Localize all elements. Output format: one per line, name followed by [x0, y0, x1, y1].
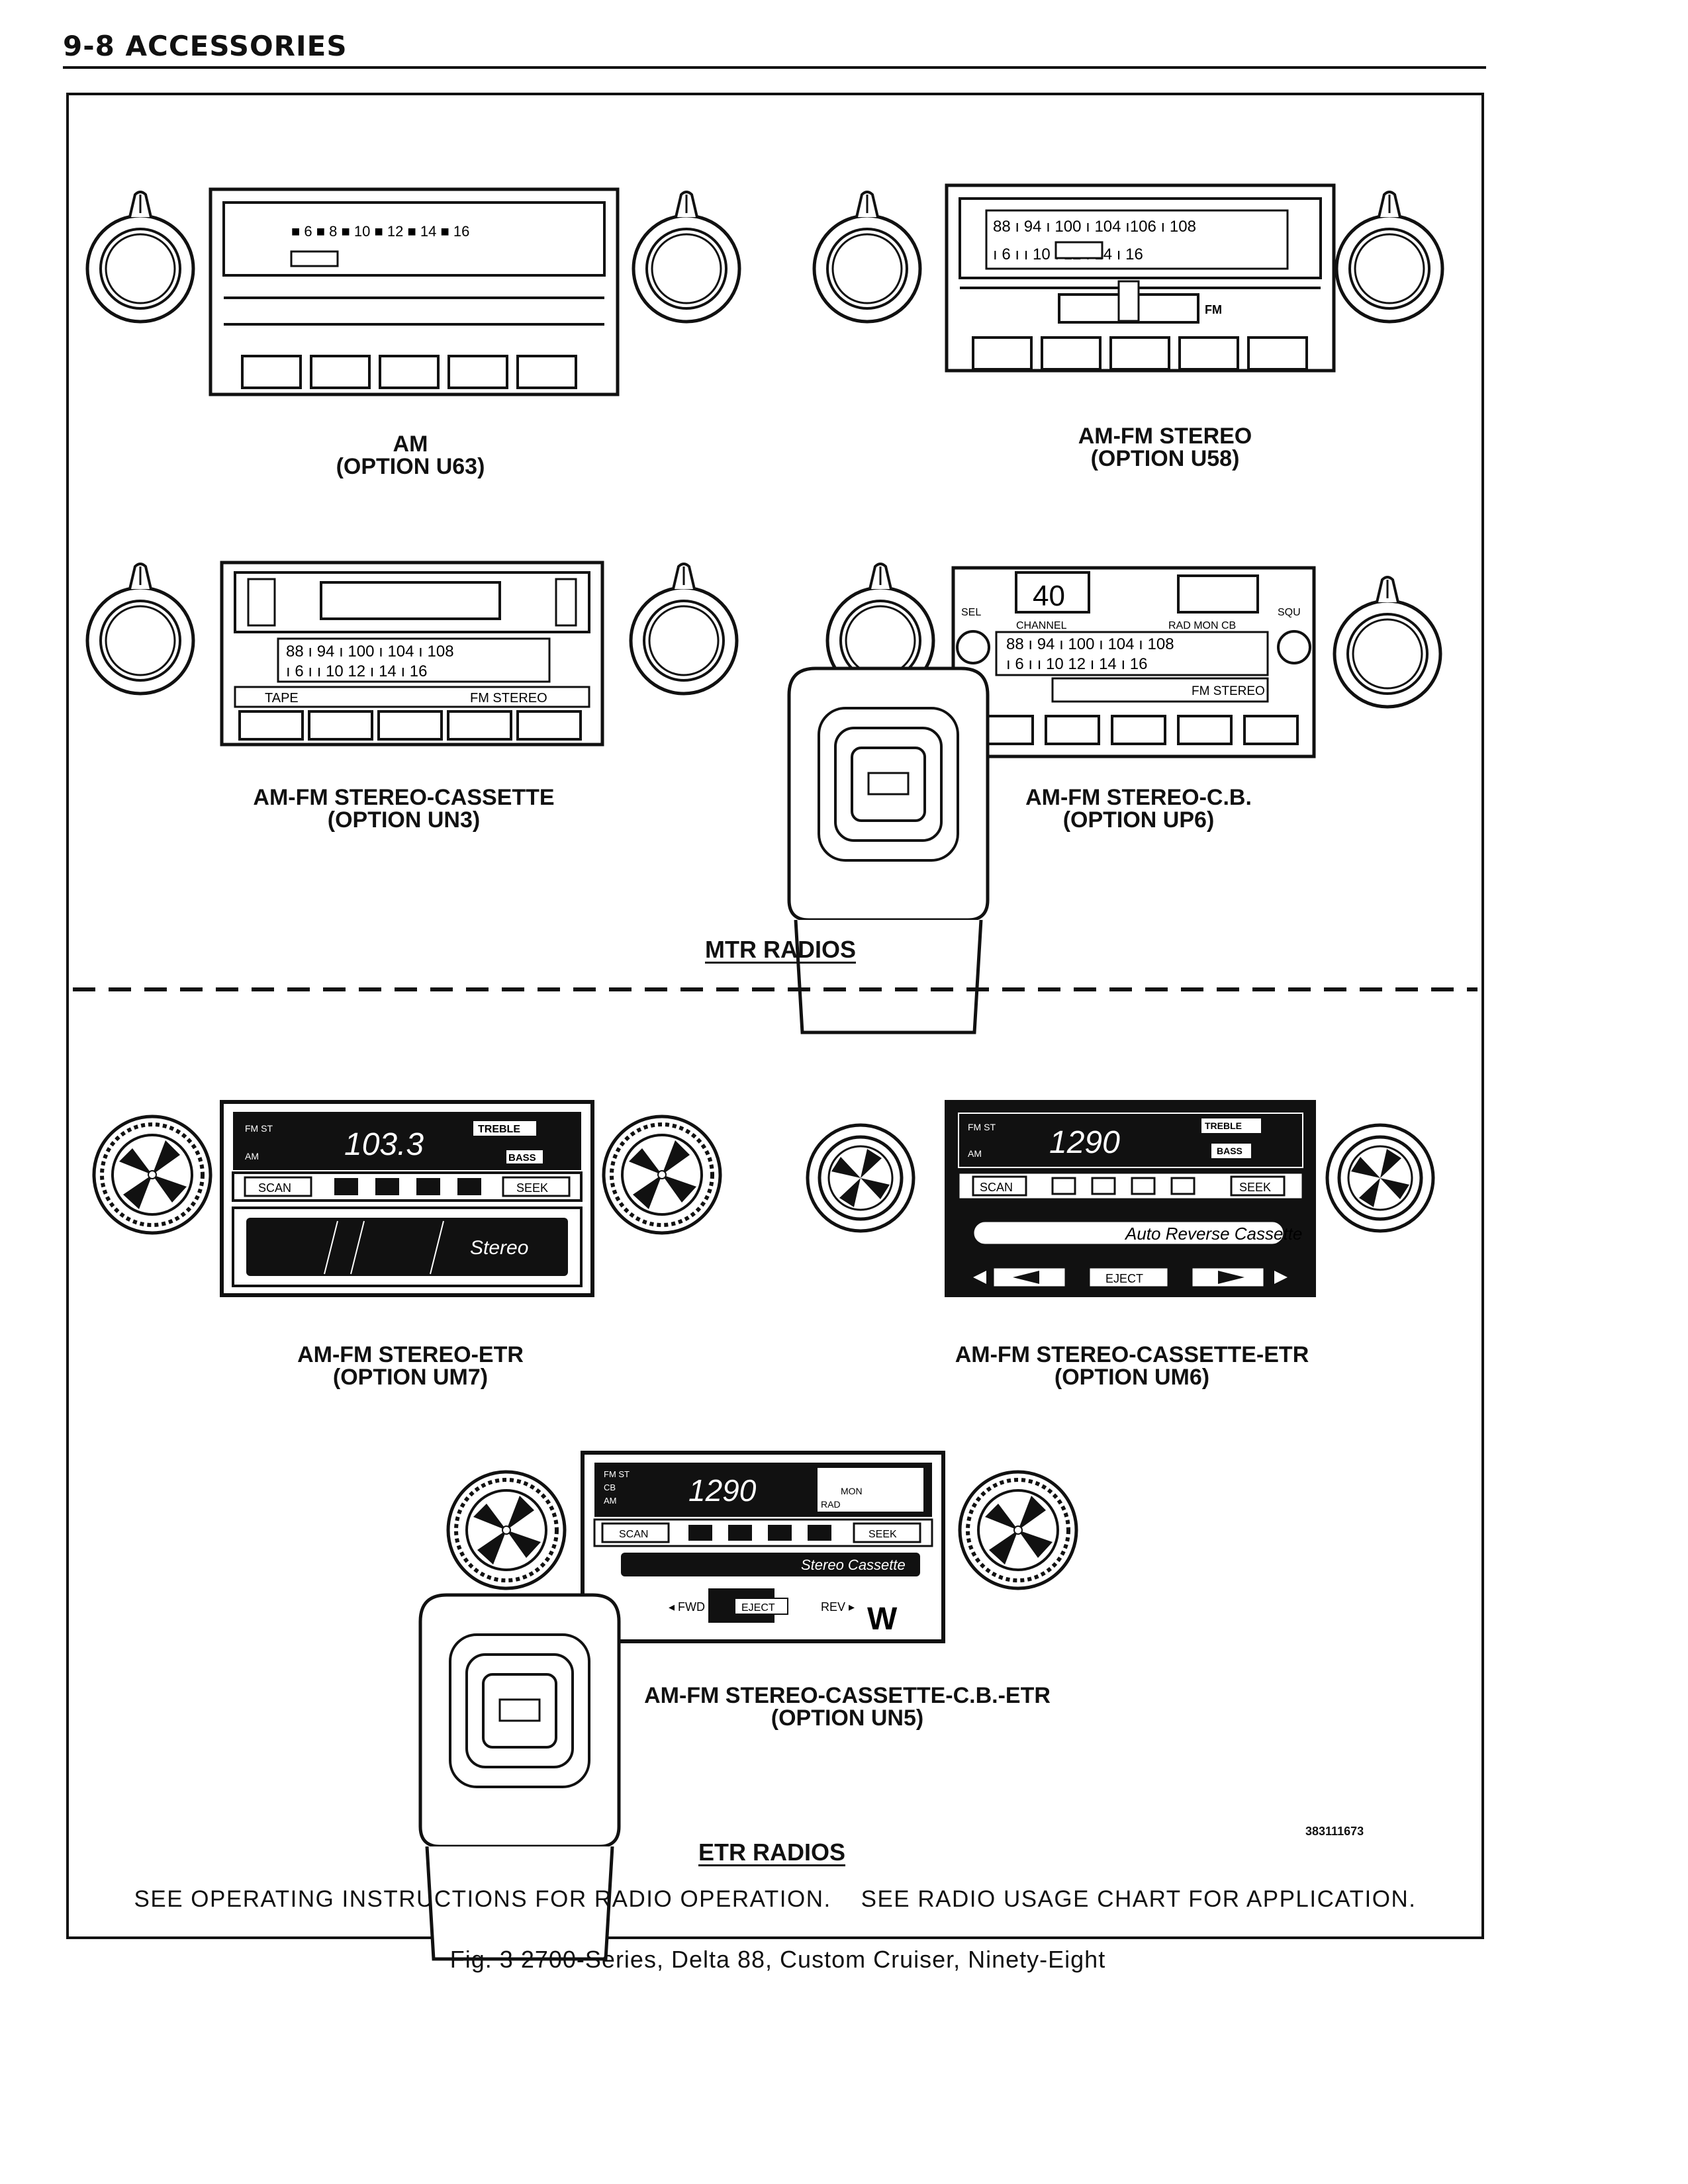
page-header: 9-8 ACCESSORIES — [63, 26, 1486, 69]
tuning-knob-icon — [1327, 1125, 1433, 1231]
radio-option: (OPTION UN3) — [327, 807, 481, 833]
radio-name: AM-FM STEREO-C.B. — [1025, 785, 1252, 810]
figure-code: 383111673 — [1305, 1825, 1364, 1838]
tuning-knob-icon — [633, 192, 739, 322]
radio-am-fm-stereo-etr: FM ST AM 103.3 TREBLE BASS SCAN SEEK Ste… — [94, 1100, 720, 1297]
am-dial-scale: ı 6 ı ı 10 12 ı 14 ı 16 — [286, 662, 427, 680]
tuning-knob-icon — [1335, 577, 1440, 707]
fm-dial-scale: 88 ı 94 ı 100 ı 104 ı 108 — [286, 643, 454, 660]
eject-button[interactable]: EJECT — [741, 1602, 775, 1614]
caption-am: AM (OPTION U63) — [311, 433, 510, 478]
volume-knob-icon — [814, 192, 920, 322]
scan-button[interactable]: SCAN — [258, 1181, 291, 1195]
radio-name: AM-FM STEREO — [1078, 424, 1252, 449]
radio-option: (OPTION U58) — [1090, 446, 1240, 471]
radio-option: (OPTION UM7) — [332, 1365, 489, 1390]
cassette-panel-label: Auto Reverse Cassette — [1124, 1224, 1302, 1244]
volume-knob-icon — [94, 1116, 211, 1233]
radio-option: (OPTION U63) — [336, 454, 485, 479]
cb-indicator: CB — [604, 1482, 616, 1492]
tuning-knob-icon — [631, 564, 737, 694]
figure-frame — [66, 93, 1484, 1939]
bass-label: BASS — [508, 1152, 536, 1163]
footer-note: SEE OPERATING INSTRUCTIONS FOR RADIO OPE… — [134, 1886, 1417, 1912]
stereo-panel-label: Stereo — [470, 1237, 528, 1259]
figure-caption: Fig. 3 2700-Series, Delta 88, Custom Cru… — [449, 1946, 1106, 1973]
am-indicator: AM — [968, 1148, 982, 1159]
scan-button[interactable]: SCAN — [980, 1181, 1013, 1194]
seek-button[interactable]: SEEK — [516, 1181, 548, 1195]
radio-option: (OPTION UN5) — [771, 1706, 924, 1731]
fm-st-indicator: FM ST — [245, 1123, 273, 1134]
fm-dial-scale: 88 ı 94 ı 100 ı 104 ı 108 — [1006, 635, 1174, 653]
frequency-display: 1290 — [688, 1473, 757, 1508]
volume-knob-icon — [87, 564, 193, 694]
scan-button[interactable]: SCAN — [619, 1529, 648, 1540]
caption-am-fm-stereo-etr: AM-FM STEREO-ETR (OPTION UM7) — [271, 1343, 549, 1388]
tuning-knob-icon — [604, 1116, 720, 1233]
fm-stereo-label: FM STEREO — [470, 691, 547, 705]
bass-label: BASS — [1217, 1146, 1243, 1156]
radio-name: AM-FM STEREO-ETR — [297, 1342, 524, 1367]
radio-am-fm-stereo-cb: 40 SEL SQU CHANNEL RAD MON CB 88 ı 94 ı … — [789, 564, 1440, 1032]
fm-band-label: FM — [1205, 303, 1222, 316]
radio-am: ■ 6 ■ 8 ■ 10 ■ 12 ■ 14 ■ 16 — [87, 187, 739, 396]
etr-section-title: ETR RADIOS — [698, 1839, 846, 1866]
treble-label: TREBLE — [1205, 1120, 1242, 1131]
brand-mark: W — [867, 1602, 898, 1637]
am-dial-scale: ı 6 ı ı 10 12 ı 14 ı 16 — [1006, 655, 1147, 673]
eject-button[interactable]: EJECT — [1105, 1272, 1143, 1285]
rev-label: REV ▸ — [821, 1600, 855, 1614]
fm-st-indicator: FM ST — [968, 1122, 996, 1132]
fwd-label: ◂ FWD — [669, 1600, 705, 1614]
frequency-display: 103.3 — [344, 1127, 424, 1162]
volume-knob-icon — [448, 1472, 565, 1588]
rad-mon-cb-label: RAD MON CB — [1168, 620, 1236, 631]
mon-label: MON — [841, 1486, 863, 1496]
radio-name: AM-FM STEREO-CASSETTE-ETR — [955, 1342, 1309, 1367]
am-indicator: AM — [245, 1151, 259, 1161]
radio-name: AM-FM STEREO-CASSETTE — [253, 785, 555, 810]
caption-am-fm-stereo-cassette-cb-etr: AM-FM STEREO-CASSETTE-C.B.-ETR (OPTION U… — [622, 1684, 1072, 1729]
frequency-display: 1290 — [1049, 1125, 1120, 1160]
radio-am-fm-stereo-cassette-etr: FM ST AM 1290 TREBLE BASS SCAN SEEK Auto… — [808, 1100, 1433, 1297]
sel-label: SEL — [961, 607, 981, 618]
volume-knob-icon — [808, 1125, 914, 1231]
am-dial-scale: ■ 6 ■ 8 ■ 10 ■ 12 ■ 14 ■ 16 — [291, 223, 469, 240]
tuning-knob-icon — [1336, 192, 1442, 322]
radio-am-fm-stereo-cassette-cb-etr: FM ST CB AM 1290 MON RAD SCAN SEEK Stere… — [420, 1451, 1076, 1959]
volume-knob-icon — [87, 192, 193, 322]
fm-dial-scale: 88 ı 94 ı 100 ı 104 ı106 ı 108 — [993, 218, 1196, 236]
radio-am-fm-stereo: 88 ı 94 ı 100 ı 104 ı106 ı 108 ı 6 ı ı 1… — [814, 183, 1442, 373]
cassette-panel-label: Stereo Cassette — [801, 1557, 906, 1573]
radio-am-fm-stereo-cassette: 88 ı 94 ı 100 ı 104 ı 108 ı 6 ı ı 10 12 … — [87, 561, 737, 747]
rad-label: RAD — [821, 1499, 841, 1510]
channel-label: CHANNEL — [1016, 620, 1067, 631]
caption-am-fm-stereo-cb: AM-FM STEREO-C.B. (OPTION UP6) — [1006, 786, 1271, 831]
squ-label: SQU — [1278, 607, 1301, 618]
caption-am-fm-stereo-cassette: AM-FM STEREO-CASSETTE (OPTION UN3) — [238, 786, 569, 831]
fm-stereo-label: FM STEREO — [1192, 684, 1265, 698]
section-heading: 9-8 ACCESSORIES — [63, 30, 348, 62]
tuning-knob-icon — [960, 1472, 1076, 1588]
fm-st-indicator: FM ST — [604, 1469, 630, 1479]
cb-microphone-icon — [789, 668, 988, 1032]
seek-button[interactable]: SEEK — [1239, 1181, 1271, 1194]
am-indicator: AM — [604, 1496, 617, 1506]
mtr-section-title: MTR RADIOS — [705, 936, 856, 963]
tape-label: TAPE — [265, 691, 299, 705]
radio-name: AM — [393, 432, 428, 457]
caption-am-fm-stereo: AM-FM STEREO (OPTION U58) — [1033, 425, 1297, 470]
treble-label: TREBLE — [478, 1124, 520, 1135]
seek-button[interactable]: SEEK — [868, 1529, 897, 1540]
caption-am-fm-stereo-cassette-etr: AM-FM STEREO-CASSETTE-ETR (OPTION UM6) — [930, 1343, 1334, 1388]
cb-channel-display: 40 — [1033, 580, 1065, 612]
radio-option: (OPTION UM6) — [1054, 1365, 1210, 1390]
radio-option: (OPTION UP6) — [1062, 807, 1215, 833]
radio-name: AM-FM STEREO-CASSETTE-C.B.-ETR — [644, 1683, 1051, 1708]
